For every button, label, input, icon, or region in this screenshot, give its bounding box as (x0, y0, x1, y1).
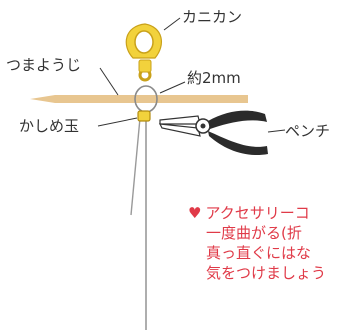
size-leader (159, 81, 186, 94)
kanikan-leader (163, 17, 181, 31)
pliers-icon (158, 110, 268, 156)
caution-note: ♥アクセサリーコ 一度曲がる(折 真っ直ぐにはな 気をつけましょう (188, 203, 337, 283)
note-line: 気をつけましょう (206, 264, 327, 282)
note-line: ♥アクセサリーコ (188, 204, 310, 222)
pliers-leader (267, 129, 286, 133)
note-line: 真っ直ぐにはな (206, 244, 312, 262)
label-kashimedama: かしめ玉 (19, 117, 80, 135)
label-size: 約2mm (187, 69, 241, 87)
label-tsumayouji: つまようじ (6, 56, 82, 74)
crimp-bead-icon (137, 110, 151, 122)
kashimedama-leader (97, 117, 138, 127)
note-line: 一度曲がる(折 (206, 224, 302, 242)
lobster-clasp-icon (125, 23, 163, 82)
heart-icon: ♥ (188, 204, 202, 222)
label-kanikan: カニカン (182, 8, 243, 26)
toothpick-leader (99, 67, 119, 96)
wire-tail (130, 117, 141, 216)
toothpick (30, 95, 248, 103)
label-pliers: ペンチ (285, 122, 331, 140)
